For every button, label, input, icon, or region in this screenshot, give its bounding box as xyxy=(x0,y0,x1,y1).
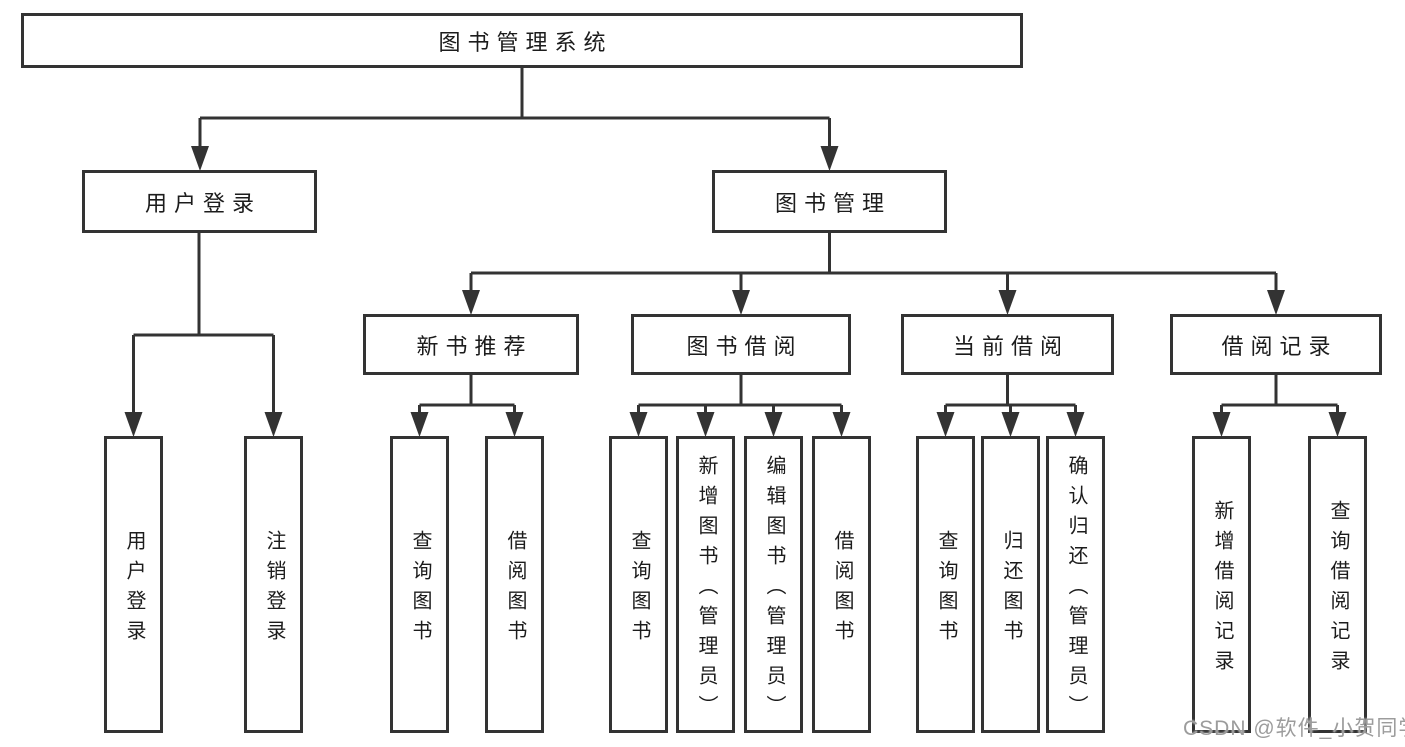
node-user-login: 用户登录 xyxy=(82,170,317,233)
node-query-books: 查询图书 xyxy=(390,436,449,733)
node-label: 查询图书 xyxy=(935,529,957,650)
node-user-login-action: 用户登录 xyxy=(104,436,163,733)
node-label: 用户登录 xyxy=(144,190,261,216)
node-borrow-books: 借阅图书 xyxy=(812,436,871,733)
node-label: 图书借阅 xyxy=(686,333,803,359)
node-label: 新增借阅记录 xyxy=(1211,499,1233,680)
node-label: 查询借阅记录 xyxy=(1327,499,1349,680)
node-label: 借阅图书 xyxy=(831,529,853,650)
node-label: 新增图书（管理员） xyxy=(695,454,717,725)
node-label: 图书管理系统 xyxy=(438,29,613,55)
node-query-borrow-record: 查询借阅记录 xyxy=(1308,436,1367,733)
arrowhead-icons xyxy=(124,146,1347,437)
node-book-borrowing: 图书借阅 xyxy=(631,314,851,375)
node-label: 归还图书 xyxy=(1000,529,1022,650)
node-new-book-recommend: 新书推荐 xyxy=(363,314,579,375)
node-query-books: 查询图书 xyxy=(916,436,975,733)
node-label: 查询图书 xyxy=(628,529,650,650)
node-add-books-admin: 新增图书（管理员） xyxy=(676,436,735,733)
node-label: 注销登录 xyxy=(263,529,285,650)
node-return-books: 归还图书 xyxy=(981,436,1040,733)
node-confirm-return-admin: 确认归还（管理员） xyxy=(1046,436,1105,733)
node-label: 借阅图书 xyxy=(504,529,526,650)
node-query-books: 查询图书 xyxy=(609,436,668,733)
node-book-management: 图书管理 xyxy=(712,170,947,233)
node-label: 图书管理 xyxy=(774,190,891,216)
node-label: 当前借阅 xyxy=(952,333,1069,359)
node-logout-action: 注销登录 xyxy=(244,436,303,733)
node-add-borrow-record: 新增借阅记录 xyxy=(1192,436,1251,733)
node-borrowing-records: 借阅记录 xyxy=(1170,314,1382,375)
node-borrow-books: 借阅图书 xyxy=(485,436,544,733)
node-current-borrowing: 当前借阅 xyxy=(901,314,1114,375)
watermark-text: CSDN @软件_小贺同学 xyxy=(1183,717,1405,740)
node-label: 用户登录 xyxy=(123,529,145,650)
node-label: 借阅记录 xyxy=(1221,333,1338,359)
node-label: 查询图书 xyxy=(409,529,431,650)
node-label: 新书推荐 xyxy=(416,333,533,359)
node-label: 编辑图书（管理员） xyxy=(763,454,785,725)
node-edit-books-admin: 编辑图书（管理员） xyxy=(744,436,803,733)
node-label: 确认归还（管理员） xyxy=(1065,454,1087,725)
node-library-management-system: 图书管理系统 xyxy=(21,13,1023,68)
